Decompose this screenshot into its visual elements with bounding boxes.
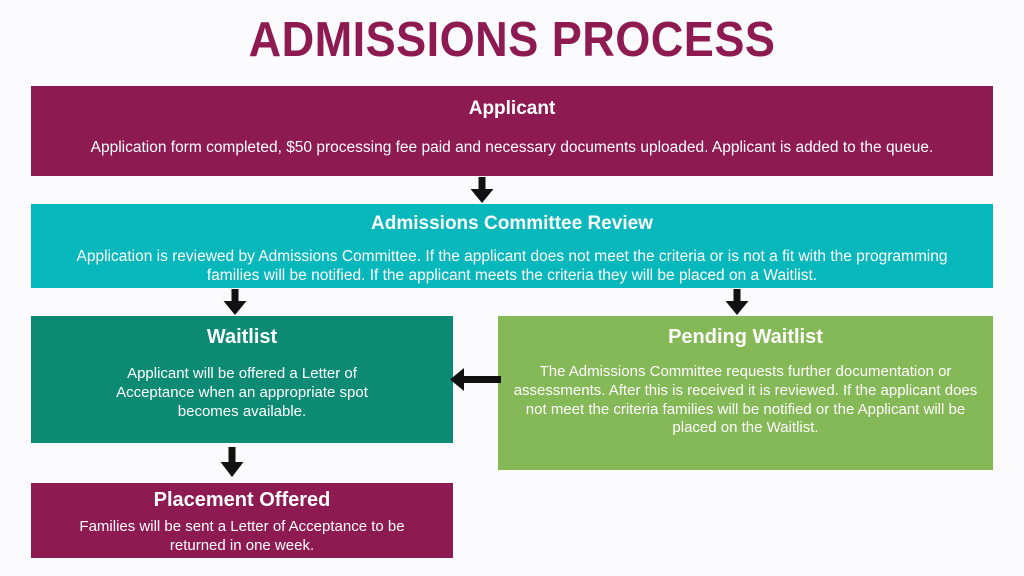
- flow-node-pending-waitlist: Pending Waitlist The Admissions Committe…: [498, 316, 993, 470]
- flow-node-review-body: Application is reviewed by Admissions Co…: [76, 247, 948, 285]
- flow-node-applicant-title: Applicant: [468, 98, 556, 119]
- arrow-down-waitlist-to-placement: [218, 447, 246, 478]
- page-title: ADMISSIONS PROCESS: [248, 13, 776, 67]
- arrow-left-pending-to-waitlist: [450, 366, 502, 393]
- flow-node-review-title: Admissions Committee Review: [371, 213, 653, 234]
- flow-node-pending-waitlist-title: Pending Waitlist: [668, 326, 823, 348]
- arrow-down-applicant-to-review: [468, 177, 496, 204]
- flow-node-pending-waitlist-body: The Admissions Committee requests furthe…: [513, 363, 978, 437]
- flow-node-applicant-body: Application form completed, $50 processi…: [90, 138, 934, 156]
- flow-node-placement-offered: Placement Offered Families will be sent …: [31, 483, 453, 558]
- flow-node-waitlist-body: Applicant will be offered a Letter of Ac…: [116, 365, 368, 420]
- arrow-down-review-to-waitlist: [221, 289, 249, 316]
- flow-node-waitlist: Waitlist Applicant will be offered a Let…: [31, 316, 453, 443]
- flow-node-waitlist-title: Waitlist: [206, 326, 278, 348]
- arrow-down-review-to-pending: [723, 289, 751, 316]
- flow-node-applicant: Applicant Application form completed, $5…: [31, 86, 993, 176]
- flow-node-placement-offered-body: Families will be sent a Letter of Accept…: [79, 518, 405, 554]
- flow-node-placement-offered-title: Placement Offered: [153, 489, 331, 511]
- flow-node-review: Admissions Committee Review Application …: [31, 204, 993, 288]
